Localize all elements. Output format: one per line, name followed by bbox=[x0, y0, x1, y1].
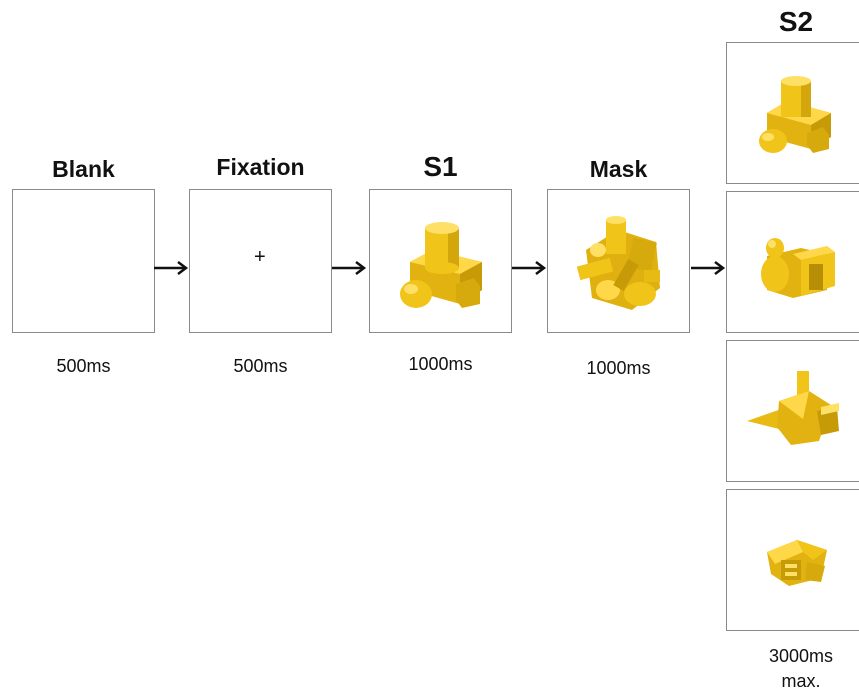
stage-title-blank: Blank bbox=[52, 156, 115, 182]
stage-title-s2: S2 bbox=[778, 6, 814, 37]
s2-object-3-icon bbox=[747, 371, 839, 445]
duration-s1: 1000ms bbox=[408, 354, 473, 374]
fixation-cross: + bbox=[254, 246, 266, 268]
duration-blank: 500ms bbox=[56, 356, 111, 376]
duration-fixation: 500ms bbox=[233, 356, 288, 376]
s2-frame-1 bbox=[726, 42, 859, 184]
duration-s2-line1: 3000ms bbox=[768, 646, 834, 666]
s2-object-1-icon bbox=[759, 76, 831, 153]
s2-object-4-icon bbox=[767, 540, 827, 586]
s2-frame-4 bbox=[726, 489, 859, 631]
stage-title-mask: Mask bbox=[589, 156, 648, 182]
s1-object-icon bbox=[400, 222, 482, 308]
arrow-icon bbox=[691, 261, 726, 275]
s2-object-2-icon bbox=[761, 238, 835, 298]
mask-frame bbox=[547, 189, 690, 333]
arrow-icon bbox=[154, 261, 189, 275]
duration-mask: 1000ms bbox=[586, 358, 651, 378]
s2-frame-3 bbox=[726, 340, 859, 482]
fixation-frame: + bbox=[189, 189, 332, 333]
stage-title-s1: S1 bbox=[423, 151, 458, 182]
arrow-icon bbox=[512, 261, 547, 275]
s1-frame bbox=[369, 189, 512, 333]
blank-frame bbox=[12, 189, 155, 333]
stage-title-fixation: Fixation bbox=[216, 154, 305, 180]
duration-s2-line2: max. bbox=[781, 671, 821, 691]
s2-frame-2 bbox=[726, 191, 859, 333]
arrow-icon bbox=[332, 261, 367, 275]
mask-object-icon bbox=[576, 216, 660, 310]
